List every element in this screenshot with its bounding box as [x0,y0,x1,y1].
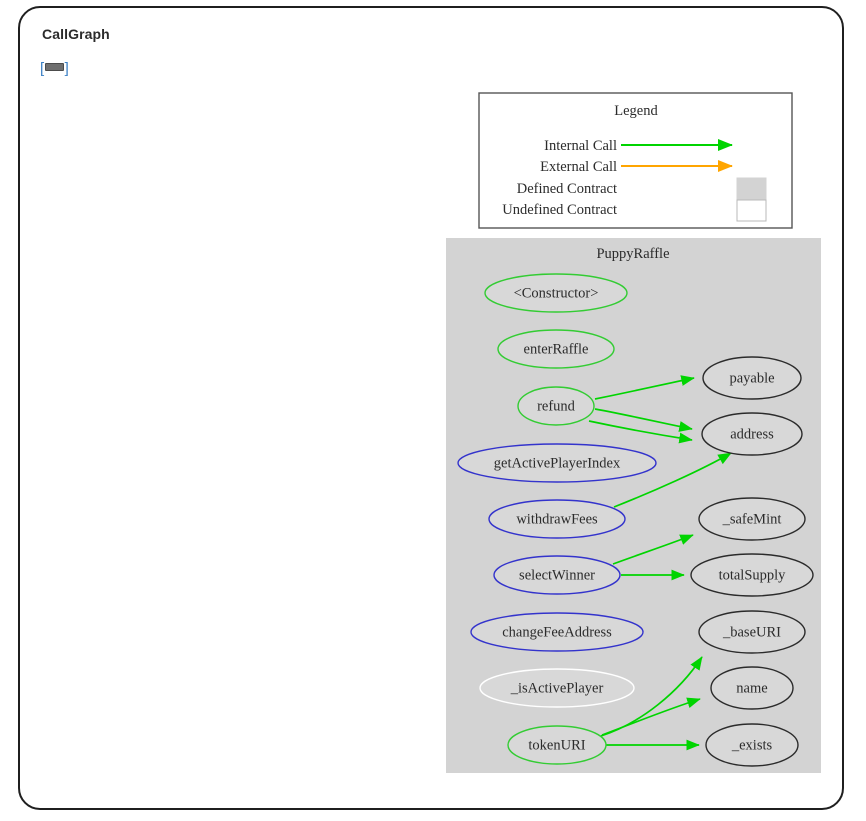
node-isactiveplayer-label: _isActivePlayer [510,680,604,696]
node-name[interactable]: name [710,666,794,710]
node-selectwinner-shape[interactable] [493,555,621,595]
legend-row-undefined-contract: Undefined Contract [502,199,767,222]
node-enterraffle-label: enterRaffle [524,341,589,357]
node-isactiveplayer[interactable]: _isActivePlayer [479,668,635,708]
node-totalsupply-label: totalSupply [719,567,787,583]
edge-selectwinner-safemint [612,534,694,565]
node-constructor-shape[interactable] [484,273,628,313]
node-enterraffle[interactable]: enterRaffle [497,329,615,369]
node-address-shape[interactable] [701,412,803,456]
legend-label-defined-contract: Defined Contract [517,181,617,197]
bracket-close: ] [64,60,69,77]
node-baseuri-label: _baseURI [722,624,781,640]
node-address[interactable]: address [701,412,803,456]
node-payable-label: payable [729,370,774,386]
node-changefeeaddress-label: changeFeeAddress [502,624,612,640]
node-refund[interactable]: refund [517,386,595,426]
legend-label-external-call: External Call [540,159,617,175]
legend-defined-contract-swatch [736,177,767,200]
legend-label-undefined-contract: Undefined Contract [502,202,617,218]
node-withdrawfees-label: withdrawFees [516,511,598,527]
node-safemint[interactable]: _safeMint [698,497,806,541]
node-isactiveplayer-shape[interactable] [479,668,635,708]
nodes-layer: <Constructor> enterRaffle refund getActi… [457,273,814,767]
node-enterraffle-shape[interactable] [497,329,615,369]
node-safemint-label: _safeMint [722,511,782,527]
node-withdrawfees-shape[interactable] [488,499,626,539]
node-baseuri[interactable]: _baseURI [698,610,806,654]
legend-title: Legend [614,103,658,119]
legend-row-defined-contract: Defined Contract [517,177,767,200]
node-getactiveplayerindex-shape[interactable] [457,443,657,483]
node-baseuri-shape[interactable] [698,610,806,654]
node-tokenuri-label: tokenURI [528,737,585,753]
node-withdrawfees[interactable]: withdrawFees [488,499,626,539]
page-title: CallGraph [42,26,110,42]
node-payable-shape[interactable] [702,356,802,400]
edges-layer [588,375,732,751]
legend-row-internal-call: Internal Call [544,138,733,154]
node-refund-shape[interactable] [517,386,595,426]
edge-refund-payable [594,375,695,400]
node-refund-label: refund [537,398,576,414]
minimize-bar-icon[interactable] [44,63,64,71]
bracket-open: [ [40,60,44,77]
collapse-toggle[interactable]: [] [40,60,69,77]
node-tokenuri[interactable]: tokenURI [507,725,607,765]
legend-undefined-contract-swatch [736,199,767,222]
node-selectwinner-label: selectWinner [519,567,595,583]
node-name-label: name [736,680,767,696]
legend-label-internal-call: Internal Call [544,138,617,154]
legend-row-external-call: External Call [540,159,733,175]
edge-withdrawfees-address [613,452,732,508]
node-tokenuri-shape[interactable] [507,725,607,765]
node-selectwinner[interactable]: selectWinner [493,555,621,595]
node-changefeeaddress[interactable]: changeFeeAddress [470,612,644,652]
edge-tokenuri-name [601,697,701,736]
node-payable[interactable]: payable [702,356,802,400]
node-totalsupply-shape[interactable] [690,553,814,597]
node-safemint-shape[interactable] [698,497,806,541]
node-name-shape[interactable] [710,666,794,710]
node-totalsupply[interactable]: totalSupply [690,553,814,597]
edge-refund-address-1 [594,408,693,432]
edge-refund-address-2 [588,420,693,444]
node-getactiveplayerindex-label: getActivePlayerIndex [494,455,621,471]
legend: Legend Internal Call External Call Defin… [478,92,793,229]
cluster-label: PuppyRaffle [596,246,669,262]
node-exists-label: _exists [731,737,773,753]
node-constructor-label: <Constructor> [514,285,599,301]
node-getactiveplayerindex[interactable]: getActivePlayerIndex [457,443,657,483]
node-exists[interactable]: _exists [705,723,799,767]
node-changefeeaddress-shape[interactable] [470,612,644,652]
node-constructor[interactable]: <Constructor> [484,273,628,313]
node-exists-shape[interactable] [705,723,799,767]
node-address-label: address [730,426,774,442]
